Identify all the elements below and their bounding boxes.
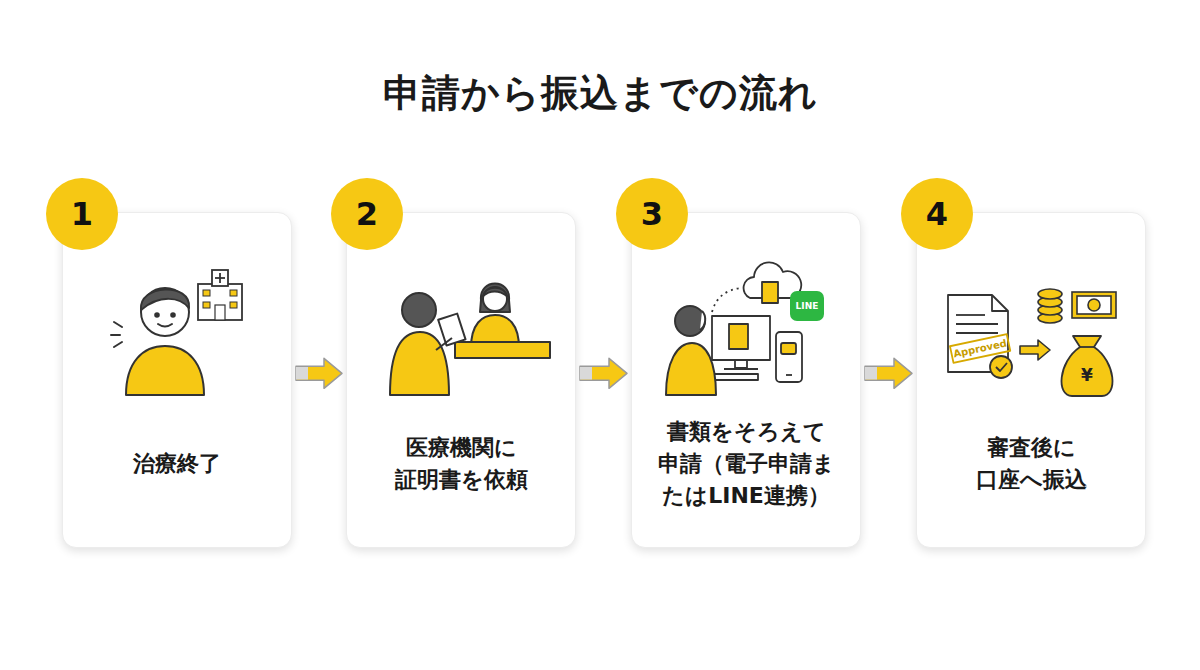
computer-icon-part <box>712 374 758 380</box>
receptionist-figure-part <box>480 284 510 313</box>
flow-arrow <box>865 358 912 388</box>
phone-icon-part <box>776 332 802 382</box>
step-card: 医療機関に 証明書を依頼 <box>346 212 576 548</box>
line-icon <box>790 291 824 321</box>
money-bag-icon-part <box>1079 346 1095 348</box>
phone-icon <box>776 332 802 382</box>
approved-document <box>948 295 1012 378</box>
step-number-badge: 1 <box>46 178 118 250</box>
step-label: 書類をそろえて 申請（電子申請ま たはLINE連携） <box>651 416 841 512</box>
hospital-icon-part <box>203 290 210 296</box>
phone-icon-part <box>786 374 792 376</box>
computer-icon-part <box>712 316 770 360</box>
arrow-tail <box>296 367 308 380</box>
flow-arrow <box>580 358 627 388</box>
receptionist-figure-part <box>483 288 507 296</box>
step-label: 治療終了 <box>82 448 272 480</box>
coins-icon <box>1038 289 1062 323</box>
patient-figure-part <box>141 288 189 336</box>
card-text-block: 治療終了 <box>63 409 291 519</box>
arrow-tail <box>580 367 592 380</box>
currency-symbol: ¥ <box>1075 362 1099 388</box>
step-number-badge: 2 <box>331 178 403 250</box>
approved-document-part <box>956 332 998 334</box>
icon-label: LINE <box>790 291 824 321</box>
computer-icon-part <box>729 324 748 349</box>
patient-figure-part <box>158 324 172 327</box>
arrow-body <box>865 358 912 388</box>
step-number-badge: 3 <box>616 178 688 250</box>
step-label: 医療機関に 証明書を依頼 <box>366 432 556 496</box>
patient-figure-part <box>402 293 436 327</box>
hospital-icon-part <box>230 302 237 308</box>
computer-icon-part <box>724 368 758 370</box>
banknote-icon-part <box>1088 299 1100 311</box>
computer-icon-part <box>735 360 747 368</box>
coins-icon-part <box>1038 289 1062 299</box>
step-number: 4 <box>926 195 948 233</box>
hospital-icon-part <box>215 305 225 320</box>
diagram-title: 申請から振込までの流れ <box>0 68 1200 119</box>
card-text-block: 審査後に 口座へ振込 <box>917 409 1145 519</box>
step-label: 審査後に 口座へ振込 <box>936 432 1126 496</box>
banknote-icon <box>1072 292 1116 318</box>
step-number: 3 <box>641 195 663 233</box>
step-number-badge: 4 <box>901 178 973 250</box>
hospital-icon-part <box>198 284 242 320</box>
line-icon-part <box>790 291 824 321</box>
user-figure-part <box>700 311 705 330</box>
receptionist-figure-part <box>483 287 507 311</box>
approved-document-part <box>956 323 998 325</box>
user-figure-part <box>675 306 705 336</box>
banknote-icon-part <box>1072 292 1116 318</box>
patient-figure-part <box>155 313 159 317</box>
approved-document-part <box>956 314 985 316</box>
approved-document-part <box>990 356 1012 378</box>
hospital-icon-part <box>215 277 225 279</box>
banknote-icon-part <box>1077 296 1111 314</box>
arrow-body <box>296 358 342 388</box>
card-text-block: 医療機関に 証明書を依頼 <box>347 409 575 519</box>
hospital-icon-part <box>203 302 210 308</box>
patient-figure-part <box>111 334 120 336</box>
hospital-icon-part <box>230 290 237 296</box>
phone-icon-part <box>781 343 796 354</box>
step-number: 1 <box>71 195 93 233</box>
cloud-icon-part <box>762 282 778 303</box>
receptionist-figure-part <box>455 342 550 358</box>
arrow-body <box>580 358 627 388</box>
flow-arrow <box>296 358 342 388</box>
hospital-icon-part <box>212 270 228 286</box>
patient-figure-part <box>171 313 175 317</box>
arrow-tail <box>865 367 877 380</box>
card-text-block: 書類をそろえて 申請（電子申請ま たはLINE連携） <box>632 409 860 519</box>
step-number: 2 <box>356 195 378 233</box>
approved-document-part <box>996 363 1007 371</box>
